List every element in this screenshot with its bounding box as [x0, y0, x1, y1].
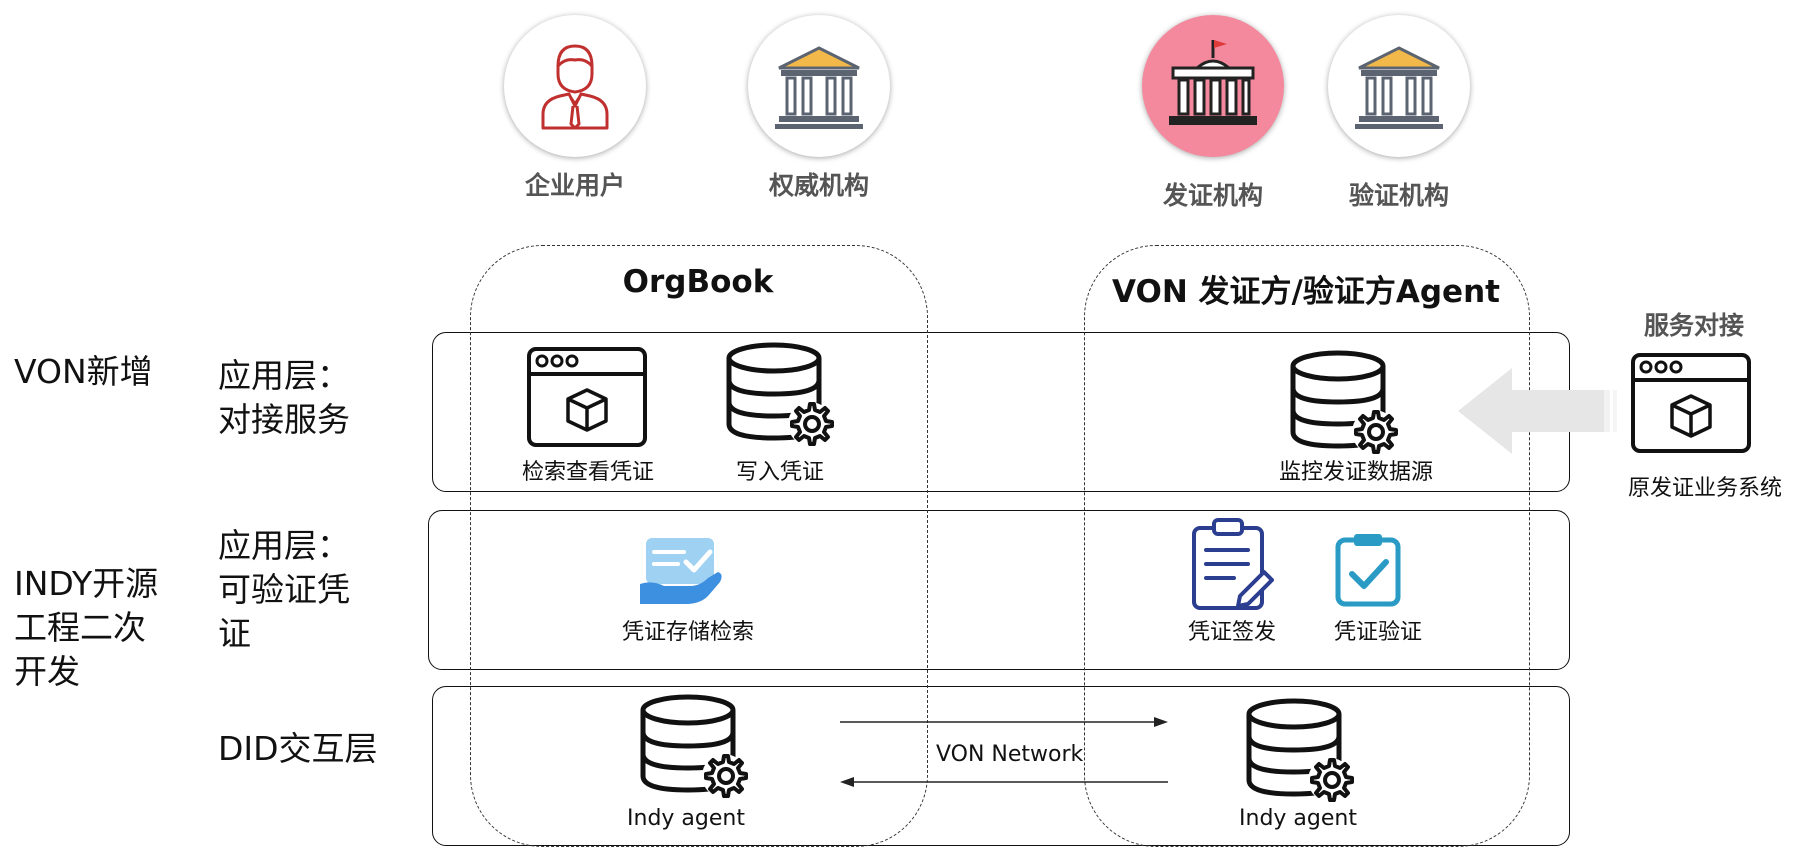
clipboard-check-icon [1335, 534, 1401, 607]
issuer-circle [1142, 15, 1284, 157]
database-gear-icon [640, 694, 748, 798]
search-view-credential-label: 检索查看凭证 [521, 460, 654, 485]
orgbook-column [470, 245, 928, 847]
government-building-icon [1169, 40, 1257, 125]
arrow-head-right [1154, 717, 1168, 727]
layer-app-service-label: 应用层： 对接服务 [218, 356, 350, 439]
verify-credential-label: 凭证验证 [1333, 620, 1422, 645]
enterprise-user-circle [504, 15, 646, 157]
app-window-icon [1631, 353, 1751, 453]
von-new-label: VON新增 [14, 352, 153, 391]
layer-did-label: DID交互层 [218, 729, 378, 768]
indy-agent-right-label: Indy agent [1239, 806, 1357, 831]
verifier-circle [1328, 15, 1470, 157]
app-window-icon [527, 347, 647, 447]
network-arrows [840, 717, 1168, 787]
monitor-source-label: 监控发证数据源 [1278, 460, 1433, 485]
orgbook-title: OrgBook [622, 264, 774, 300]
service-arrow-icon [1458, 368, 1617, 454]
businessman-icon [541, 44, 609, 130]
von-network-label: VON Network [936, 742, 1084, 767]
bank-building-icon [1355, 46, 1443, 129]
layer-box-did [432, 686, 1570, 846]
authority-circle [748, 15, 890, 157]
credential-hand-icon [640, 538, 722, 604]
write-credential-label: 写入凭证 [735, 460, 824, 485]
original-system-label: 原发证业务系统 [1627, 476, 1782, 501]
agent-title: VON 发证方/验证方Agent [1112, 274, 1500, 310]
issue-credential-label: 凭证签发 [1187, 620, 1276, 645]
database-gear-icon [1290, 350, 1398, 454]
indy-agent-left-label: Indy agent [627, 806, 745, 831]
enterprise-user-label: 企业用户 [524, 171, 625, 200]
database-gear-icon [726, 342, 834, 446]
indy-dev-label: INDY开源 工程二次 开发 [14, 564, 159, 691]
issuer-label: 发证机构 [1162, 181, 1263, 210]
authority-label: 权威机构 [768, 171, 869, 200]
store-search-label: 凭证存储检索 [621, 620, 754, 645]
bank-building-icon [775, 46, 863, 129]
layer-app-credential-label: 应用层： 可验证凭 证 [218, 526, 350, 653]
clipboard-sign-icon [1192, 518, 1274, 610]
agent-column [1084, 245, 1530, 847]
service-connect-title: 服务对接 [1643, 311, 1744, 340]
layer-box-app-credential [428, 510, 1570, 670]
arrow-head-left [840, 777, 854, 787]
verifier-label: 验证机构 [1348, 181, 1449, 210]
database-gear-icon [1246, 698, 1354, 802]
